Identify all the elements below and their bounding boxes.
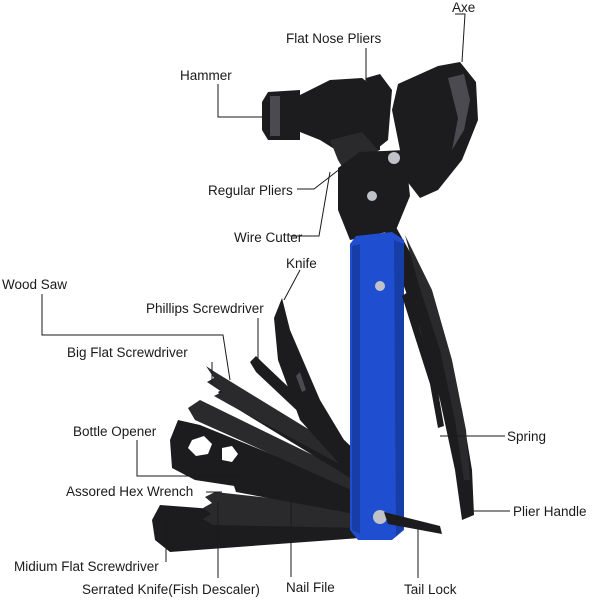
hex-hole-2 <box>222 446 238 462</box>
wood-saw-blade <box>206 366 362 476</box>
leader-lines <box>41 13 510 578</box>
leader-bottle-opener <box>136 440 245 477</box>
leader-axe <box>455 13 466 63</box>
serrated-knife-blade <box>203 492 362 528</box>
tail-lock-bolt <box>373 510 387 524</box>
callout-labels: Axe Flat Nose Pliers Hammer Regular Plie… <box>2 0 587 597</box>
label-phillips-screwdriver: Phillips Screwdriver <box>146 301 264 316</box>
label-knife: Knife <box>286 256 317 271</box>
spring-piece <box>402 292 444 428</box>
label-spring: Spring <box>507 429 546 444</box>
label-assored-hex-wrench: Assored Hex Wrench <box>66 484 193 499</box>
label-hammer: Hammer <box>180 68 232 83</box>
leader-regular-pliers <box>297 164 346 190</box>
handle-bolt <box>375 281 385 291</box>
tool-head <box>262 62 478 240</box>
label-plier-handle: Plier Handle <box>513 504 587 519</box>
pivot-bolt-mid <box>367 191 377 201</box>
leader-wood-saw <box>41 294 231 381</box>
label-bottle-opener: Bottle Opener <box>73 424 157 439</box>
tool-blades <box>152 298 362 552</box>
leader-knife <box>283 269 301 301</box>
label-regular-pliers: Regular Pliers <box>208 183 293 198</box>
label-axe: Axe <box>452 0 475 15</box>
label-wire-cutter: Wire Cutter <box>234 230 303 245</box>
label-serrated-knife: Serrated Knife(Fish Descaler) <box>82 582 260 597</box>
knife-blade-sheen <box>296 372 306 392</box>
flat-nose-pliers-jaw <box>366 74 392 148</box>
hex-wrench-blade <box>170 420 360 505</box>
pivot-bolt-top <box>388 152 400 164</box>
hammer-head <box>262 90 300 140</box>
tail-lock-lever <box>384 512 442 534</box>
label-flat-nose-pliers: Flat Nose Pliers <box>286 31 382 46</box>
multitool-illustration <box>152 62 478 552</box>
leader-wire-cutter <box>290 171 331 237</box>
label-wood-saw: Wood Saw <box>2 277 67 292</box>
label-midium-flat-screwdriver: Midium Flat Screwdriver <box>14 559 159 574</box>
leader-hammer <box>217 84 268 118</box>
label-nail-file: Nail File <box>286 580 335 595</box>
label-big-flat-screwdriver: Big Flat Screwdriver <box>67 345 188 360</box>
blue-handle <box>350 232 404 540</box>
hex-hole-1 <box>188 436 212 456</box>
bottle-opener-blade <box>188 400 360 494</box>
label-tail-lock: Tail Lock <box>404 582 457 597</box>
